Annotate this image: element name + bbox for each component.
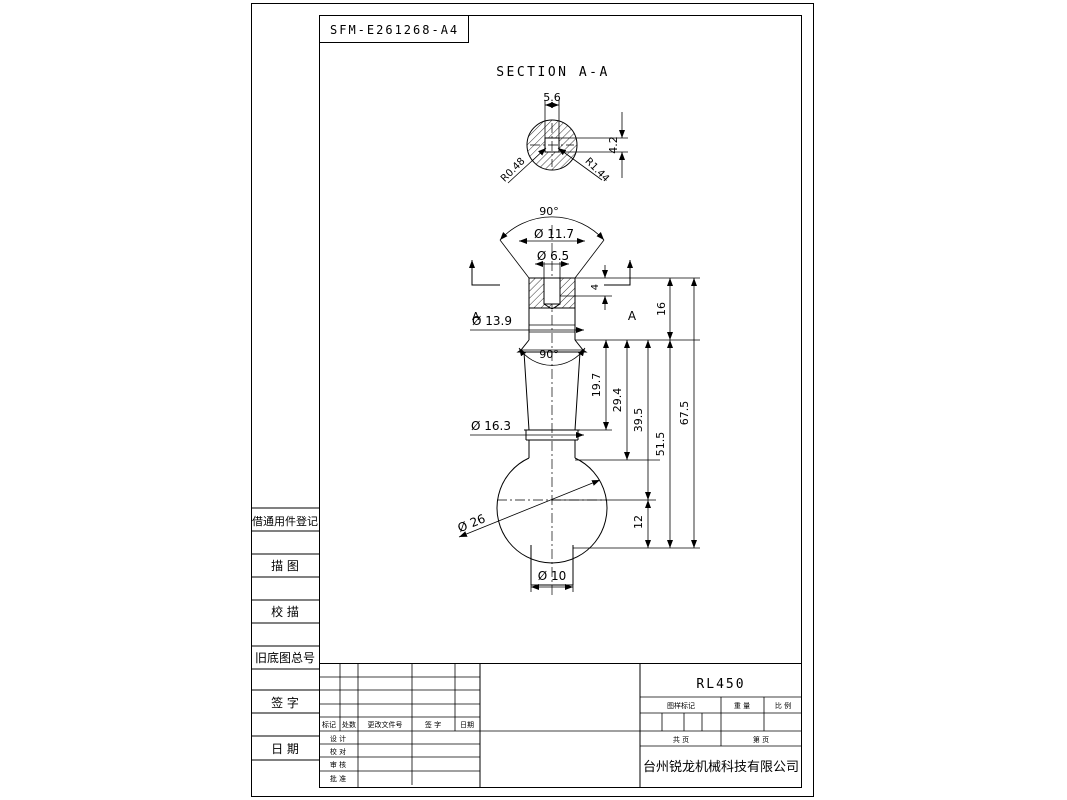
section-label: A [472, 310, 480, 323]
role-proof: 校 对 [330, 747, 346, 756]
inner-border [319, 15, 802, 788]
section-title: SECTION A-A [496, 65, 610, 80]
section-width-dim: 5.6 [543, 91, 561, 104]
drawing-number: SFM-E261268-A4 [330, 23, 459, 37]
len-39-5: 39.5 [632, 408, 645, 433]
weight-label: 重 量 [734, 702, 750, 710]
dia-shank: Ø 16.3 [471, 419, 511, 433]
len-67-5: 67.5 [678, 401, 691, 426]
rev-head-count: 处数 [342, 720, 356, 729]
rev-head-mark: 标记 [322, 720, 336, 729]
len-19-7: 19.7 [590, 373, 603, 398]
outer-border [251, 3, 814, 797]
len-29-4: 29.4 [611, 388, 624, 413]
role-review: 审 核 [330, 760, 346, 769]
rev-head-sign: 签 字 [425, 720, 441, 729]
title-block: 标记 处数 更改文件号 签 字 日期 设 计 校 对 审 核 批 准 RL450… [319, 663, 802, 787]
main-view: 90° Ø 11.7 Ø 6.5 4 A A Ø 13.9 90° Ø 16.3 [456, 205, 700, 595]
total-pages-label: 共 页 [673, 735, 689, 744]
head-height: 16 [655, 302, 668, 316]
date-label: 日 期 [271, 742, 299, 756]
rev-head-docno: 更改文件号 [368, 720, 403, 729]
sign-label: 签 字 [271, 695, 299, 710]
tracer-label: 描 图 [271, 559, 299, 573]
dia-hex: Ø 6.5 [537, 249, 569, 263]
mark-label: 图样标记 [667, 701, 695, 710]
role-design: 设 计 [330, 734, 346, 743]
len-12: 12 [632, 515, 645, 529]
section-radius-left: R0.48 [499, 156, 527, 184]
cone-angle-neck: 90° [539, 348, 559, 361]
cone-angle-top: 90° [539, 205, 559, 218]
dia-top: Ø 11.7 [534, 227, 574, 241]
role-approve: 批 准 [330, 774, 346, 783]
rev-head-date: 日期 [460, 721, 474, 729]
check-label: 校 描 [271, 604, 299, 619]
scale-label: 比 例 [775, 701, 791, 710]
dia-bottom: Ø 10 [538, 569, 567, 583]
dia-neck: Ø 13.9 [472, 314, 512, 328]
left-column: 借通用件登记 描 图 校 描 旧底图总号 签 字 日 期 [251, 507, 320, 761]
section-view: SECTION A-A 5.6 4.2 R0.48 R1.44 [496, 65, 628, 184]
section-radius-right: R1.44 [583, 156, 611, 184]
part-name: RL450 [696, 677, 745, 692]
company-name: 台州锐龙机械科技有限公司 [643, 760, 799, 775]
reg-label: 借通用件登记 [252, 514, 318, 528]
old-base-label: 旧底图总号 [255, 650, 315, 665]
page-number-label: 第 页 [753, 735, 769, 744]
section-mark: A [628, 309, 637, 323]
drawing-number-box: SFM-E261268-A4 [319, 15, 469, 43]
section-height-dim: 4.2 [607, 136, 620, 154]
len-51-5: 51.5 [654, 432, 667, 457]
hex-depth: 4 [590, 284, 601, 290]
